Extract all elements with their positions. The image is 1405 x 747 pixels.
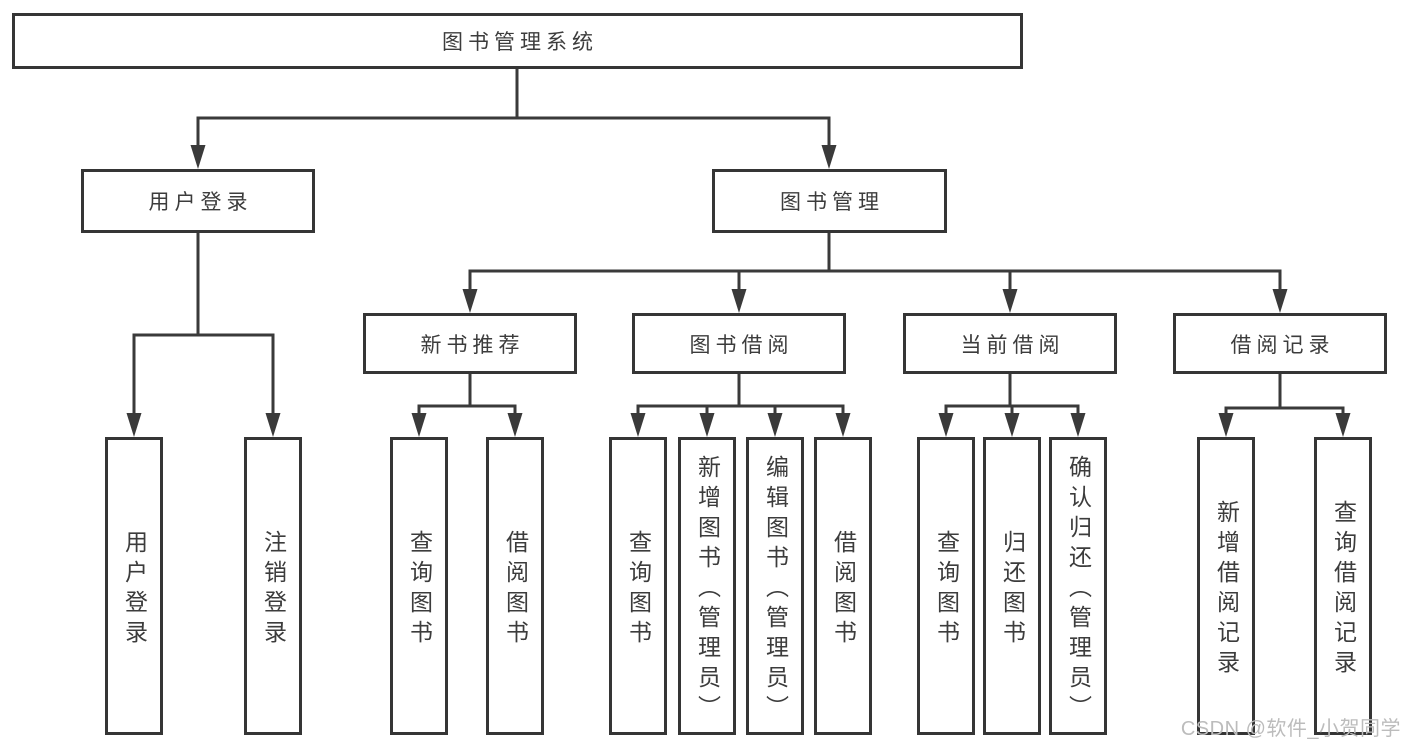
- leaf-add-book-admin: 新增图书（管理员）: [678, 437, 736, 735]
- leaf-borrow-books-borrowing: 借阅图书: [814, 437, 872, 735]
- leaf-add-borrow-record: 新增借阅记录: [1197, 437, 1255, 735]
- connector-paths: [132, 69, 1345, 420]
- leaf-query-books-recommend: 查询图书: [390, 437, 448, 735]
- node-book-borrowing: 图书借阅: [632, 313, 846, 374]
- node-new-book-recommendation: 新书推荐: [363, 313, 577, 374]
- node-book-management: 图书管理: [712, 169, 947, 233]
- node-library-system: 图书管理系统: [12, 13, 1023, 69]
- node-user-login: 用户登录: [81, 169, 315, 233]
- watermark-text: CSDN @软件_小贺同学: [1180, 718, 1401, 740]
- leaf-logout: 注销登录: [244, 437, 302, 735]
- leaf-confirm-return-admin: 确认归还（管理员）: [1049, 437, 1107, 735]
- leaf-query-borrow-record: 查询借阅记录: [1314, 437, 1372, 735]
- node-borrowing-records: 借阅记录: [1173, 313, 1387, 374]
- node-current-borrowing: 当前借阅: [903, 313, 1117, 374]
- arrowheads: [126, 145, 1351, 437]
- leaf-borrow-books-recommend: 借阅图书: [486, 437, 544, 735]
- leaf-user-login: 用户登录: [105, 437, 163, 735]
- leaf-query-books-borrowing: 查询图书: [609, 437, 667, 735]
- leaf-return-books: 归还图书: [983, 437, 1041, 735]
- leaf-edit-book-admin: 编辑图书（管理员）: [746, 437, 804, 735]
- leaf-query-books-current: 查询图书: [917, 437, 975, 735]
